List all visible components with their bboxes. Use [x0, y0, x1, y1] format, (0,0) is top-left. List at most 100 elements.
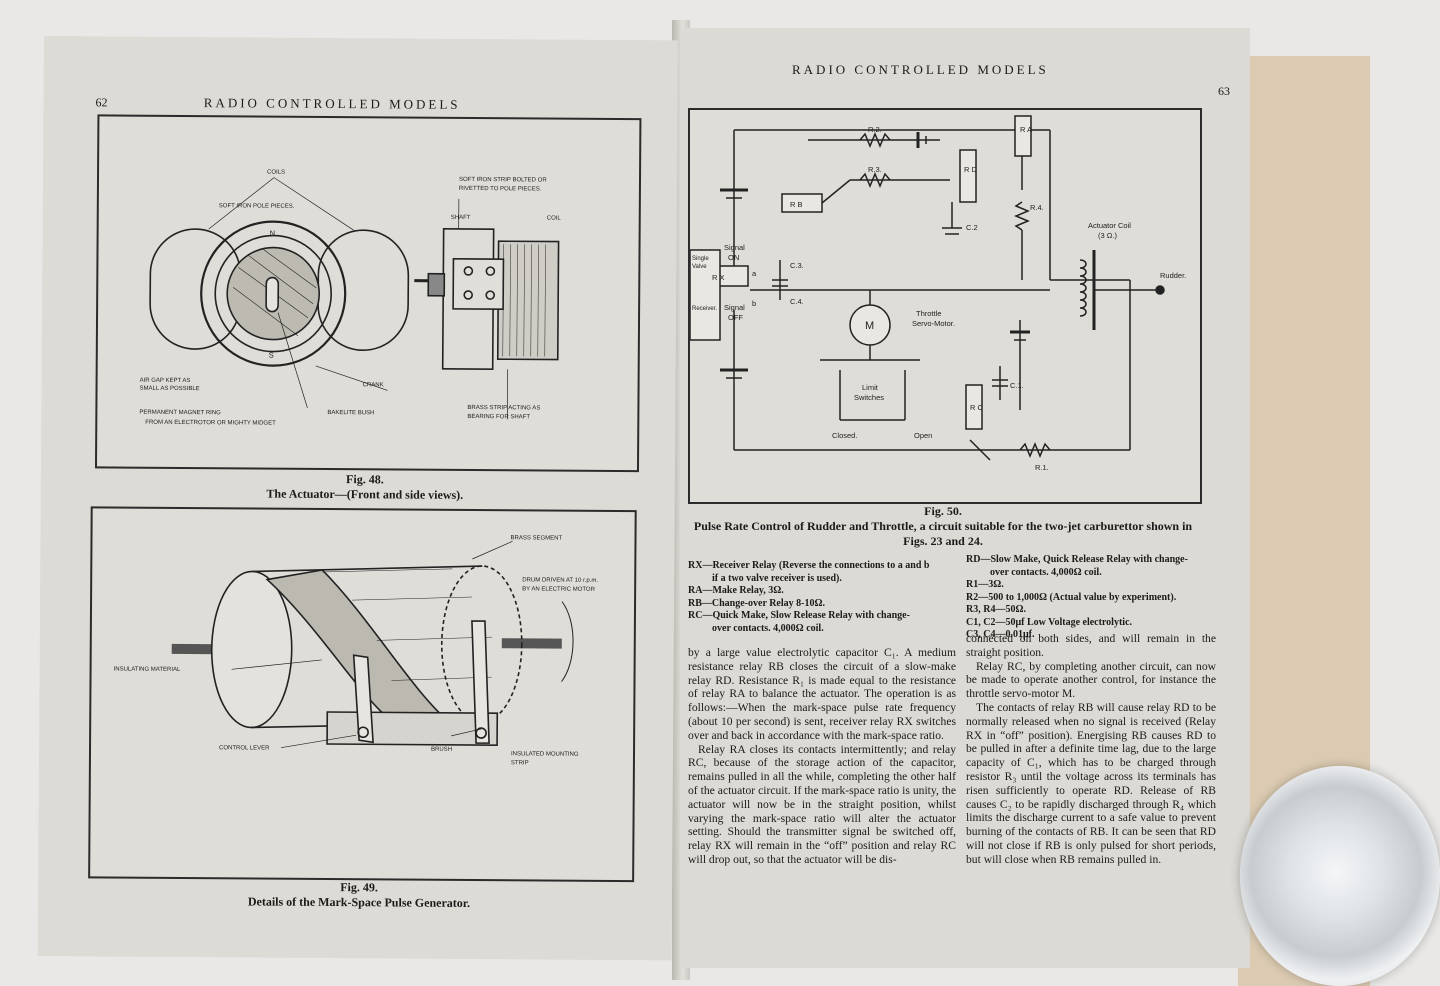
right-running-head: RADIO CONTROLLED MODELS 63: [792, 62, 1242, 98]
label-pole-pieces: SOFT IRON POLE PIECES.: [219, 203, 295, 210]
legend-right: RD—Slow Make, Quick Release Relay with c…: [966, 554, 1211, 642]
legend-line: RC—Quick Make, Slow Release Relay with c…: [688, 610, 910, 621]
label-strip-2: RIVETTED TO POLE PIECES.: [459, 186, 542, 193]
label-actuator-coil-2: (3 Ω.): [1098, 231, 1117, 240]
label-signal-on-1: Signal: [724, 243, 745, 252]
left-page-number: 62: [95, 95, 108, 110]
label-c1: C.1.: [1010, 381, 1024, 390]
label-throttle-1: Throttle: [916, 309, 941, 318]
legend-line: over contacts. 4,000Ω coil.: [990, 566, 1102, 578]
label-r1: R.1.: [1035, 463, 1049, 472]
label-strip-1: SOFT IRON STRIP BOLTED OR: [459, 177, 547, 184]
fig50-title: Pulse Rate Control of Rudder and Throttl…: [693, 519, 1193, 548]
fig49-caption: Fig. 49. Details of the Mark-Space Pulse…: [88, 878, 630, 912]
label-limit-2: Switches: [854, 393, 884, 402]
label-signal-on-2: ON: [728, 253, 739, 262]
label-mounting-1: INSULATED MOUNTING: [511, 751, 579, 757]
label-air-gap-2: SMALL AS POSSIBLE: [140, 386, 200, 392]
label-drum-1: DRUM DRIVEN AT 10 r.p.m.: [522, 577, 598, 584]
left-page: 62 RADIO CONTROLLED MODELS: [37, 36, 678, 961]
legend-line: C1, C2—50μf Low Voltage electrolytic.: [966, 616, 1133, 628]
label-control-lever: CONTROL LEVER: [219, 745, 270, 751]
fig50-frame: R A R B R C R D R X R.2. R.3. R.4. R.1. …: [688, 108, 1202, 504]
label-receiver-1: Single: [692, 256, 709, 262]
label-coils: COILS: [267, 170, 285, 176]
glass-dish: [1240, 766, 1440, 986]
left-running-head: 62 RADIO CONTROLLED MODELS: [95, 94, 655, 114]
label-rb: R B: [790, 200, 803, 209]
body-paragraph: connected on both sides, and will remain…: [966, 632, 1216, 659]
label-limit-1: Limit: [862, 383, 879, 392]
label-c3: C.3.: [790, 261, 804, 270]
left-head-title: RADIO CONTROLLED MODELS: [203, 95, 461, 112]
label-magnet-2: FROM AN ELECTROTOR OR MIGHTY MIDGET: [145, 420, 276, 427]
label-contact-a: a: [752, 269, 757, 278]
fig48-actuator-drawing: COILS SOFT IRON POLE PIECES. N S SOFT IR…: [139, 170, 562, 427]
body-column-left: by a large value electrolytic capacitor …: [688, 646, 956, 867]
legend-left: RX—Receiver Relay (Reverse the connectio…: [688, 560, 958, 635]
legend-line: C3, C4—0.01μf.: [966, 629, 1035, 640]
receiver-box: [689, 249, 721, 341]
label-mounting-2: STRIP: [511, 760, 529, 766]
label-drum-2: BY AN ELECTRIC MOTOR: [522, 586, 596, 593]
label-receiver-2: Valve: [692, 264, 707, 270]
label-open: Open: [914, 431, 932, 440]
label-motor: M: [865, 320, 874, 332]
label-insulating: INSULATING MATERIAL: [114, 667, 181, 673]
label-north: N: [270, 229, 275, 238]
label-bakelite: BAKELITE BUSH: [327, 410, 374, 416]
label-magnet-1: PERMANENT MAGNET RING: [139, 410, 221, 417]
label-signal-off-2: OFF: [728, 313, 743, 322]
fig50-number: Fig. 50.: [924, 504, 962, 518]
label-crank: CRANK: [363, 382, 384, 388]
fig50-caption: Fig. 50. Pulse Rate Control of Rudder an…: [686, 504, 1200, 549]
fig50-circuit-diagram: R A R B R C R D R X R.2. R.3. R.4. R.1. …: [689, 115, 1186, 472]
fig49-title: Details of the Mark-Space Pulse Generato…: [247, 894, 471, 910]
label-ra: R A: [1020, 125, 1032, 134]
fig49-pulse-generator-drawing: BRASS SEGMENT DRUM DRIVEN AT 10 r.p.m. B…: [114, 535, 599, 766]
legend-line: RD—Slow Make, Quick Release Relay with c…: [966, 554, 1188, 565]
body-paragraph: Relay RC, by completing another circuit,…: [966, 659, 1216, 701]
label-brass-1: BRASS STRIP ACTING AS: [467, 405, 540, 412]
label-coil: COIL: [547, 216, 562, 222]
legend-line: R1—3Ω.: [966, 579, 1004, 590]
label-contact-b: b: [752, 299, 756, 308]
fig48-frame: COILS SOFT IRON POLE PIECES. N S SOFT IR…: [94, 114, 642, 473]
label-brass-segment: BRASS SEGMENT: [510, 535, 562, 541]
mounting-strip: [326, 711, 499, 746]
body-paragraph: by a large value electrolytic capacitor …: [688, 646, 956, 742]
label-air-gap-1: AIR GAP KEPT AS: [140, 378, 191, 384]
label-brass-2: BEARING FOR SHAFT: [467, 414, 530, 420]
legend-line: over contacts. 4,000Ω coil.: [712, 622, 824, 634]
label-signal-off-1: Signal: [724, 303, 745, 312]
legend-line: R2—500 to 1,000Ω (Actual value by experi…: [966, 591, 1177, 603]
label-throttle-2: Servo-Motor.: [912, 319, 955, 328]
label-south: S: [269, 351, 274, 360]
label-receiver-3: Receiver.: [692, 306, 717, 312]
label-rudder: Rudder.: [1160, 271, 1186, 280]
body-paragraph: Relay RA closes its contacts intermitten…: [688, 742, 956, 866]
label-c2: C.2: [966, 223, 978, 232]
label-r3: R.3.: [868, 165, 882, 174]
label-closed: Closed.: [832, 431, 857, 440]
label-rc: R C: [970, 403, 984, 412]
label-actuator-coil-1: Actuator Coil: [1088, 221, 1131, 230]
legend-line: if a two valve receiver is used).: [712, 572, 842, 584]
fig48-caption: Fig. 48. The Actuator—(Front and side vi…: [95, 470, 635, 504]
label-rd: R D: [964, 165, 978, 174]
fig48-title: The Actuator—(Front and side views).: [266, 486, 464, 502]
label-rx: R X: [712, 273, 725, 282]
body-paragraph: The contacts of relay RB will cause rela…: [966, 700, 1216, 866]
right-head-title: RADIO CONTROLLED MODELS: [792, 62, 1049, 77]
label-r4: R.4.: [1030, 203, 1044, 212]
fig49-frame: BRASS SEGMENT DRUM DRIVEN AT 10 r.p.m. B…: [88, 506, 637, 883]
label-c4: C.4.: [790, 297, 804, 306]
legend-line: R3, R4—50Ω.: [966, 604, 1026, 615]
body-column-right: connected on both sides, and will remain…: [966, 632, 1216, 867]
label-brush: BRUSH: [431, 747, 452, 753]
label-shaft: SHAFT: [451, 215, 471, 221]
right-page-number: 63: [1218, 84, 1230, 98]
right-page: RADIO CONTROLLED MODELS 63: [682, 28, 1250, 968]
label-r2: R.2.: [868, 125, 882, 134]
legend-line: RB—Change-over Relay 8-10Ω.: [688, 597, 825, 609]
